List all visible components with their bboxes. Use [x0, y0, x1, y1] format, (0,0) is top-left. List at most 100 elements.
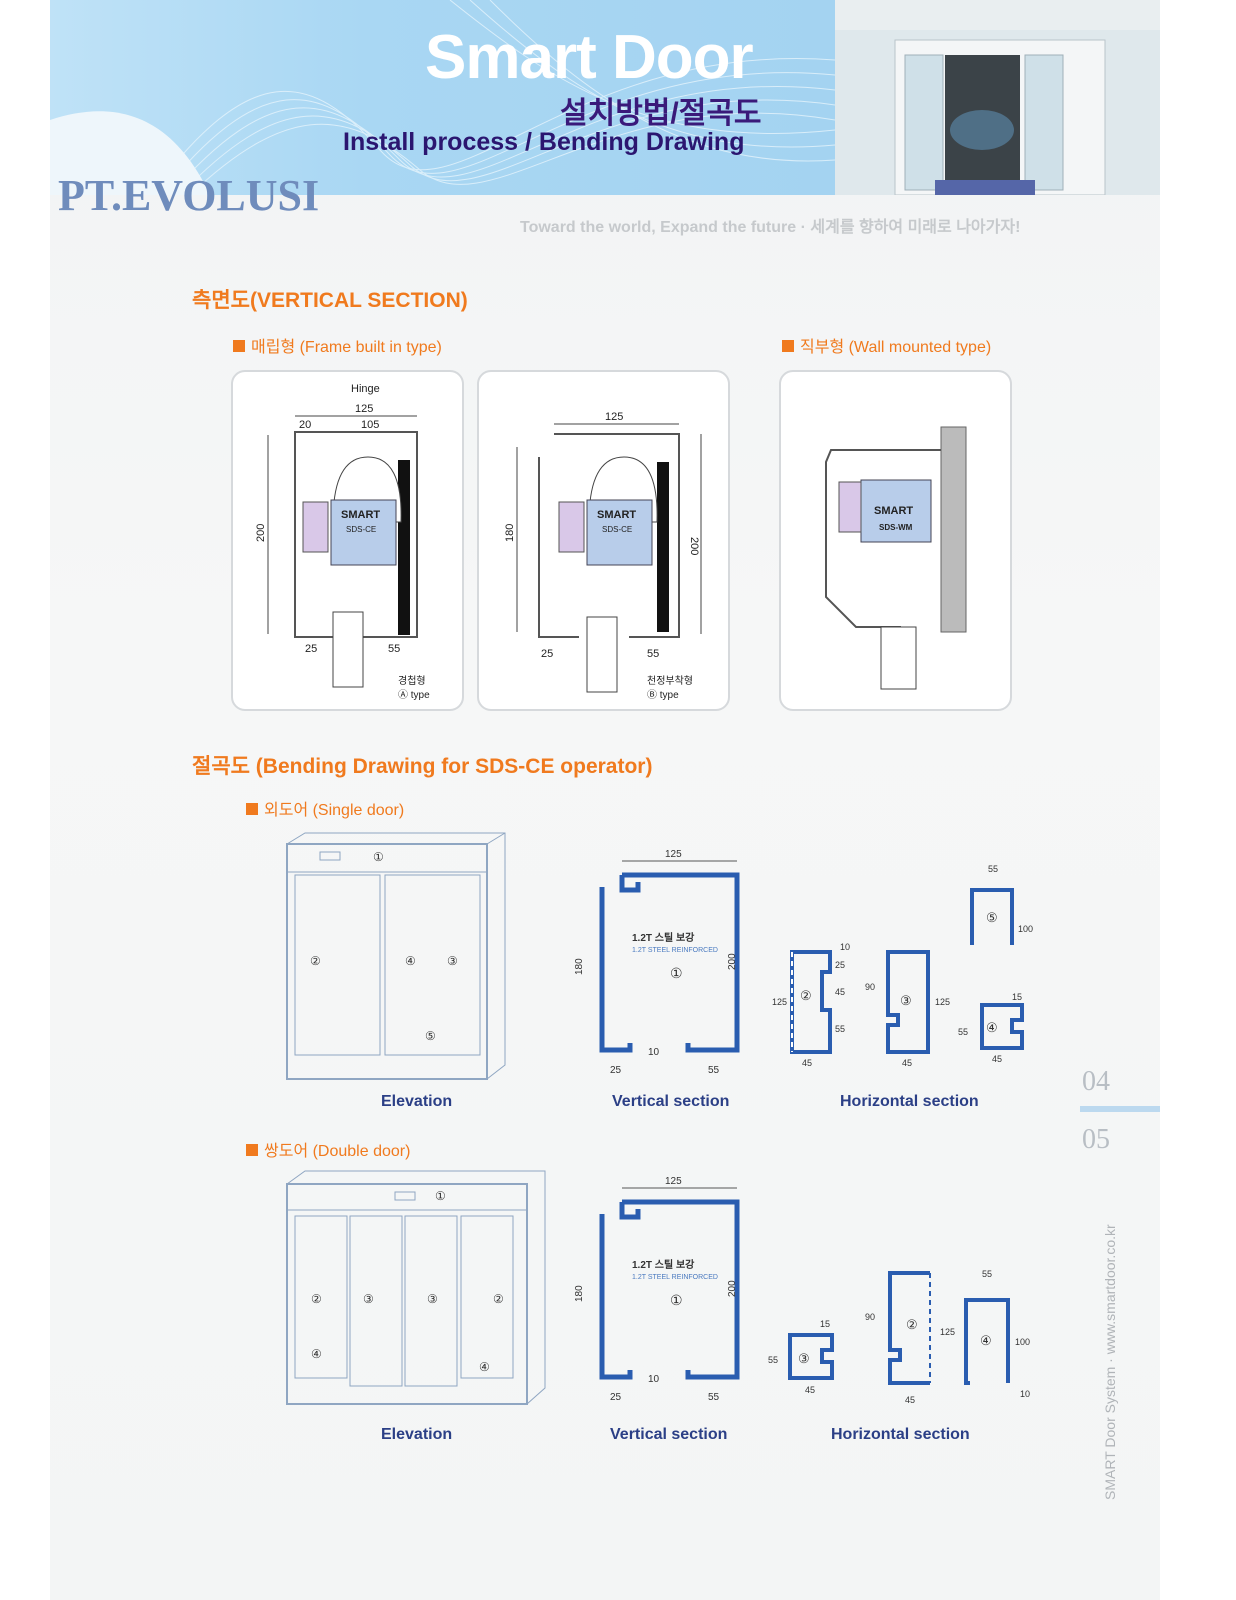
dim-45: 45	[902, 1058, 912, 1068]
dim-200: 200	[688, 537, 700, 555]
bullet-square-icon	[246, 1144, 258, 1156]
dim-55: 55	[958, 1027, 968, 1037]
dim-55: 55	[388, 643, 400, 655]
dim-105: 105	[361, 419, 379, 431]
motor-model: SDS-WM	[879, 523, 913, 532]
part-5: ⑤	[425, 1029, 436, 1043]
dim-90: 90	[865, 982, 875, 992]
type-a-label: Ⓐ type	[398, 689, 430, 701]
page-number-prev: 04	[1082, 1066, 1110, 1097]
dim-55: 55	[708, 1065, 720, 1076]
part-3: ③	[363, 1292, 374, 1306]
bending-heading: 절곡도 (Bending Drawing for SDS-CE operator…	[192, 755, 653, 778]
vertical-section-heading: 측면도(VERTICAL SECTION)	[192, 289, 468, 312]
part-2: ②	[493, 1292, 504, 1306]
dim-125: 125	[935, 997, 950, 1007]
steel-english: 1.2T STEEL REINFORCED	[632, 1274, 718, 1281]
steel-korean: 1.2T 스틸 보강	[632, 1258, 695, 1271]
dim-45: 45	[802, 1058, 812, 1068]
wall-mounted-label: 직부형 (Wall mounted type)	[782, 333, 991, 357]
dim-10: 10	[1020, 1389, 1030, 1399]
english-title: Install process / Bending Drawing	[343, 128, 745, 156]
storefront-photo	[835, 0, 1160, 195]
wave-decoration	[50, 0, 835, 195]
side-footer: SMART Door System · www.smartdoor.co.kr	[1102, 1224, 1118, 1500]
caption-elevation: Elevation	[381, 1093, 453, 1110]
part-3: ③	[447, 954, 458, 968]
dim-125: 125	[665, 849, 682, 860]
dim-55: 55	[988, 864, 998, 874]
dim-55: 55	[647, 648, 659, 660]
bullet-square-icon	[782, 340, 794, 352]
single-horizontal-section: ② 10 25 45 55 125 45 ③ 90 125 45 ⑤ 55 10…	[760, 860, 1040, 1075]
dim-100: 100	[1015, 1337, 1030, 1347]
type-b-korean: 천정부착형	[647, 675, 693, 687]
dim-25: 25	[305, 643, 317, 655]
part-4: ④	[479, 1360, 490, 1374]
double-door-text: 쌍도어 (Double door)	[264, 1143, 411, 1160]
dim-125: 125	[940, 1327, 955, 1337]
double-vertical-section: 125 1.2T 스틸 보강 1.2T STEEL REINFORCED ① 1…	[570, 1172, 760, 1407]
page-number-next: 05	[1082, 1124, 1110, 1155]
motor-brand: SMART	[597, 509, 636, 521]
part-2: ②	[311, 1292, 322, 1306]
dim-width: 125	[605, 411, 623, 423]
dim-100: 100	[1018, 924, 1033, 934]
single-door-elevation: ① ② ④ ③ ⑤	[285, 830, 510, 1082]
dim-25: 25	[835, 960, 845, 970]
company-logo: PT.EVOLUSI	[58, 171, 320, 220]
double-door-label: 쌍도어 (Double door)	[246, 1137, 410, 1161]
single-vertical-section: 125 1.2T 스틸 보강 1.2T STEEL REINFORCED ① 1…	[570, 845, 760, 1080]
bullet-square-icon	[246, 803, 258, 815]
panel-wall-mounted: SMART SDS-WM	[779, 370, 1012, 711]
part-2: ②	[310, 954, 321, 968]
caption-vertical-section-double: Vertical section	[610, 1426, 728, 1443]
dim-200: 200	[727, 1280, 738, 1297]
steel-english: 1.2T STEEL REINFORCED	[632, 947, 718, 954]
part-2: ②	[800, 988, 812, 1003]
dim-90: 90	[865, 1312, 875, 1322]
dim-180: 180	[574, 958, 585, 975]
dim-25: 25	[610, 1392, 622, 1403]
dim-15: 15	[820, 1319, 830, 1329]
tagline: Toward the world, Expand the future · 세계…	[520, 219, 1021, 236]
part-1: ①	[670, 965, 683, 981]
motor-model: SDS-CE	[346, 525, 376, 534]
type-b-label: Ⓑ type	[647, 689, 679, 701]
double-horizontal-section: ③ 15 55 45 ② 90 125 45 ④ 55 100 10	[760, 1265, 1040, 1410]
panel-type-b: 125 180 200 SMART SDS-CE 25 55 천정부착형 Ⓑ t…	[477, 370, 730, 711]
dim-25: 25	[541, 648, 553, 660]
motor-brand: SMART	[874, 505, 913, 517]
part-2: ②	[906, 1317, 918, 1332]
dim-10: 10	[648, 1047, 660, 1058]
page-background	[50, 0, 1160, 1600]
header-banner	[50, 0, 835, 195]
dim-10: 10	[648, 1374, 660, 1385]
brand-title: Smart Door	[425, 23, 754, 92]
part-1: ①	[435, 1189, 446, 1203]
motor-model: SDS-CE	[602, 525, 632, 534]
dim-55: 55	[708, 1392, 720, 1403]
steel-korean: 1.2T 스틸 보강	[632, 931, 695, 944]
frame-built-in-label: 매립형 (Frame built in type)	[233, 333, 442, 357]
dim-45: 45	[905, 1395, 915, 1405]
type-a-korean: 경첩형	[398, 674, 426, 687]
part-4: ④	[405, 954, 416, 968]
caption-horizontal-section-double: Horizontal section	[831, 1426, 970, 1443]
dim-height: 200	[255, 524, 267, 542]
dim-180: 180	[574, 1285, 585, 1302]
dim-15: 15	[1012, 992, 1022, 1002]
part-1: ①	[670, 1292, 683, 1308]
hinge-label: Hinge	[351, 383, 380, 395]
bullet-square-icon	[233, 340, 245, 352]
part-4: ④	[986, 1020, 998, 1035]
dim-55: 55	[768, 1355, 778, 1365]
dim-45: 45	[835, 987, 845, 997]
caption-vertical-section: Vertical section	[612, 1093, 730, 1110]
dim-125: 125	[772, 997, 787, 1007]
dim-45: 45	[992, 1054, 1002, 1064]
part-4: ④	[980, 1333, 992, 1348]
caption-horizontal-section: Horizontal section	[840, 1093, 979, 1110]
double-door-elevation: ① ② ③ ③ ② ④ ④	[285, 1168, 550, 1408]
dim-125: 125	[665, 1176, 682, 1187]
